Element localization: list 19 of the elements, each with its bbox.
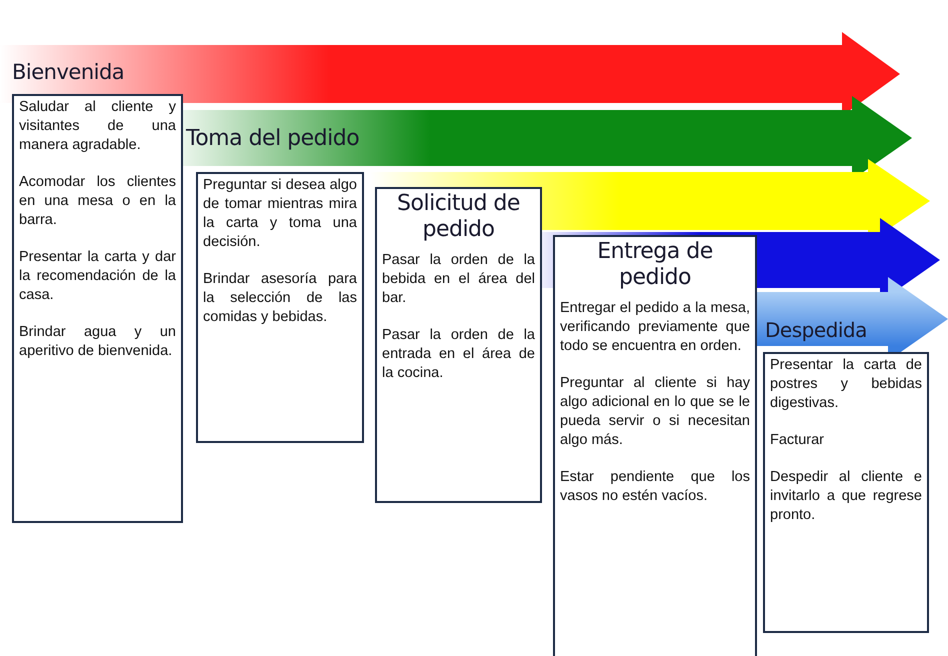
step-description: Despedir al cliente e invitarlo a que regrese pronto. (770, 468, 922, 525)
step-description: Presentar la carta de postres y bebidas digestivas. (770, 356, 922, 413)
stage-title: Bienvenida (12, 60, 124, 84)
step-description: Facturar (770, 431, 825, 450)
step-description: Acomodar los clientes en una mesa o en la barra. (19, 173, 176, 230)
stage-title: Entrega de pedido (596, 239, 714, 291)
step-description: Brindar asesoría para la selección de las comidas y bebidas. (203, 270, 357, 327)
stage-title: Solicitud de pedido (396, 191, 521, 243)
stage-title: Toma del pedido (186, 126, 360, 151)
step-description: Estar pendiente que los vasos no estén vacíos. (560, 468, 750, 506)
step-description: Saludar al cliente y visitantes de una manera agradable. (19, 98, 176, 155)
step-description: Pasar la orden de la bebida en el área del bar. (382, 251, 535, 308)
step-description: Entregar el pedido a la mesa, verificando previamente que todo se encuentra en orden. (560, 299, 750, 356)
step-description: Presentar la carta y dar la recomendación de la casa. (19, 248, 176, 305)
step-description: Brindar agua y un aperitivo de bienvenida. (19, 323, 176, 361)
step-description: Pasar la orden de la entrada en el área de la cocina. (382, 326, 535, 383)
step-description: Preguntar si desea algo de tomar mientras mira la carta y toma una decisión. (203, 176, 357, 252)
stage-title: Despedida (765, 318, 867, 342)
step-description: Preguntar al cliente si hay algo adicional en lo que se le pueda servir o si necesitan algo más. (560, 374, 750, 450)
